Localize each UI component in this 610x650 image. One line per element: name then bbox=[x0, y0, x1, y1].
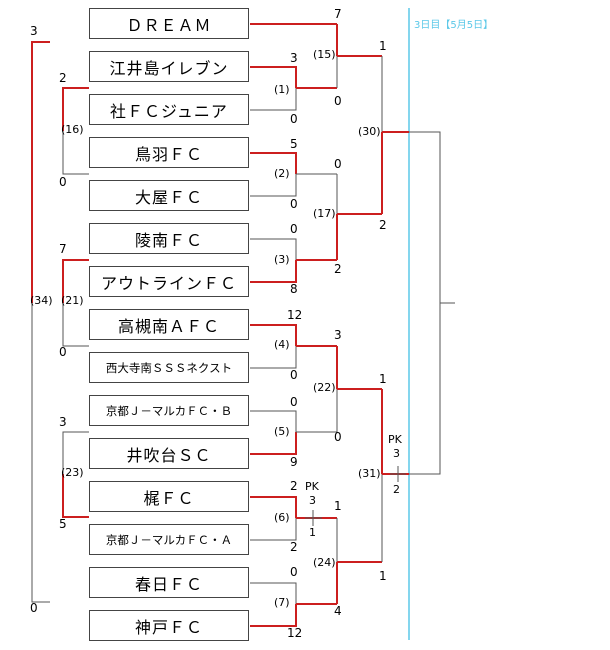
bracket-line bbox=[62, 131, 89, 175]
score: 3 bbox=[334, 328, 342, 342]
pk-score: 2 bbox=[393, 483, 400, 496]
score: 0 bbox=[290, 368, 298, 382]
team-box: 神戸ＦＣ bbox=[89, 610, 249, 641]
bracket-line bbox=[31, 303, 50, 603]
match-number: (1) bbox=[274, 83, 290, 96]
score: 4 bbox=[334, 604, 342, 618]
score: 1 bbox=[379, 372, 387, 386]
match-number: (21) bbox=[61, 294, 84, 307]
score: 3 bbox=[59, 415, 67, 429]
pk-score: 3 bbox=[393, 447, 400, 460]
score: 0 bbox=[334, 430, 342, 444]
score: 2 bbox=[379, 218, 387, 232]
team-box: 西大寺南ＳＳＳネクスト bbox=[89, 352, 249, 383]
team-box: 大屋ＦＣ bbox=[89, 180, 249, 211]
team-box: 鳥羽ＦＣ bbox=[89, 137, 249, 168]
winner-line bbox=[250, 432, 297, 455]
score: 0 bbox=[290, 395, 298, 409]
score: 0 bbox=[290, 222, 298, 236]
score: 2 bbox=[290, 540, 298, 554]
bracket-line bbox=[250, 410, 297, 432]
bracket-line bbox=[250, 174, 297, 197]
match-number: (34) bbox=[30, 294, 53, 307]
winner-line bbox=[31, 41, 50, 303]
winner-line bbox=[250, 604, 297, 627]
match-number: (3) bbox=[274, 253, 290, 266]
winner-line bbox=[62, 259, 89, 303]
score: 0 bbox=[290, 112, 298, 126]
score: 1 bbox=[379, 569, 387, 583]
match-number: (24) bbox=[313, 556, 336, 569]
bracket-line bbox=[409, 131, 441, 303]
bracket-line bbox=[409, 303, 441, 475]
match-number: (15) bbox=[313, 48, 336, 61]
match-number: (5) bbox=[274, 425, 290, 438]
bracket-line bbox=[250, 582, 297, 604]
winner-line bbox=[62, 87, 89, 131]
match-number: (7) bbox=[274, 596, 290, 609]
team-box: 梶ＦＣ bbox=[89, 481, 249, 512]
match-number: (31) bbox=[358, 467, 381, 480]
day-label: 3日目【5月5日】 bbox=[414, 20, 494, 31]
winner-line bbox=[62, 474, 89, 518]
match-number: (22) bbox=[313, 381, 336, 394]
score: 12 bbox=[287, 308, 303, 322]
bracket-line bbox=[250, 88, 297, 111]
score: 5 bbox=[59, 517, 67, 531]
score: 5 bbox=[290, 137, 298, 151]
team-box: アウトラインＦＣ bbox=[89, 266, 249, 297]
match-number: (16) bbox=[61, 123, 84, 136]
match-number: (2) bbox=[274, 167, 290, 180]
team-box: 春日ＦＣ bbox=[89, 567, 249, 598]
score: 2 bbox=[290, 479, 298, 493]
team-box: 高槻南ＡＦＣ bbox=[89, 309, 249, 340]
match-number: (30) bbox=[358, 125, 381, 138]
score: 9 bbox=[290, 455, 298, 469]
team-box: 江井島イレブン bbox=[89, 51, 249, 82]
match-number: (4) bbox=[274, 338, 290, 351]
pk-label: PK bbox=[388, 433, 402, 446]
winner-line bbox=[250, 66, 297, 88]
pk-score: 3 bbox=[309, 494, 316, 507]
team-box: 井吹台ＳＣ bbox=[89, 438, 249, 469]
score: 1 bbox=[379, 39, 387, 53]
team-box: ＤＲＥＡＭ bbox=[89, 8, 249, 39]
score: 0 bbox=[334, 157, 342, 171]
bracket-line bbox=[250, 238, 297, 260]
winner-line bbox=[250, 152, 297, 174]
score: 3 bbox=[30, 24, 38, 38]
score: 2 bbox=[59, 71, 67, 85]
team-box: 京都Ｊ－マルカＦＣ・Ａ bbox=[89, 524, 249, 555]
team-box: 京都Ｊ－マルカＦＣ・Ｂ bbox=[89, 395, 249, 426]
score: 3 bbox=[290, 51, 298, 65]
winner-line bbox=[250, 260, 297, 283]
match-number: (23) bbox=[61, 466, 84, 479]
team-box: 陵南ＦＣ bbox=[89, 223, 249, 254]
bracket-line bbox=[250, 518, 297, 541]
bracket-line bbox=[62, 303, 89, 347]
score: 8 bbox=[290, 282, 298, 296]
score: 0 bbox=[59, 345, 67, 359]
match-number: (6) bbox=[274, 511, 290, 524]
score: 7 bbox=[59, 242, 67, 256]
match-number: (17) bbox=[313, 207, 336, 220]
score: 0 bbox=[334, 94, 342, 108]
team-box: 社ＦＣジュニア bbox=[89, 94, 249, 125]
score: 0 bbox=[59, 175, 67, 189]
winner-line bbox=[250, 496, 297, 518]
pk-label: PK bbox=[305, 480, 319, 493]
score: 12 bbox=[287, 626, 303, 640]
score: 0 bbox=[290, 565, 298, 579]
score: 1 bbox=[334, 499, 342, 513]
pk-score: 1 bbox=[309, 526, 316, 539]
score: 2 bbox=[334, 262, 342, 276]
score: 0 bbox=[290, 197, 298, 211]
score: 7 bbox=[334, 7, 342, 21]
score: 0 bbox=[30, 601, 38, 615]
winner-line bbox=[250, 324, 297, 346]
bracket-line bbox=[62, 431, 89, 474]
bracket-line bbox=[250, 346, 297, 369]
